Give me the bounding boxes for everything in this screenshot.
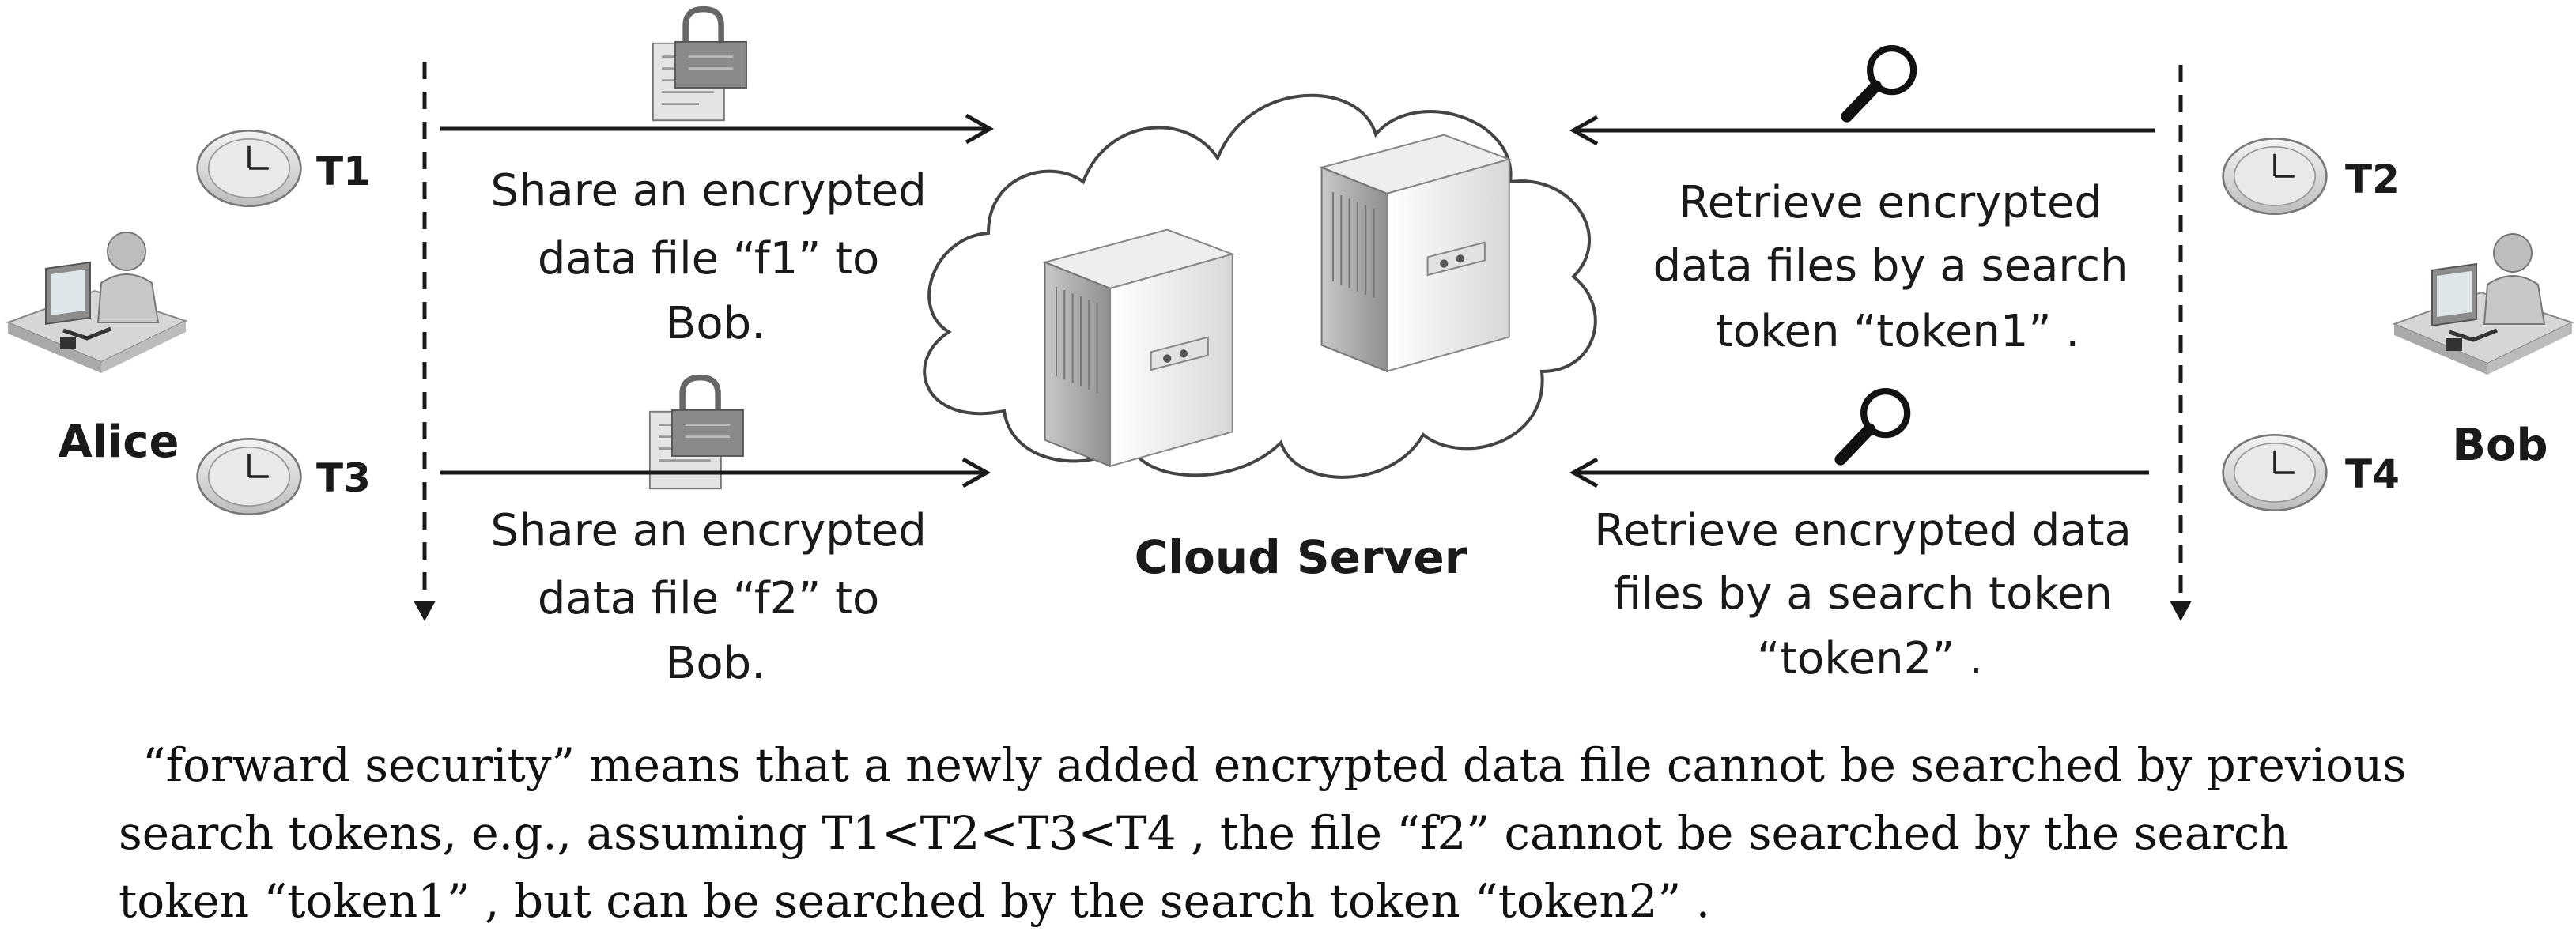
- event-t4-line: “token2” .: [1757, 633, 1983, 684]
- arrowhead: [961, 457, 991, 488]
- arrowhead: [965, 113, 995, 145]
- locked-document-icon: [653, 9, 746, 121]
- event-t3-line: Bob.: [666, 638, 765, 689]
- time-label-t2: T2: [2345, 156, 2400, 202]
- event-t2-line: Retrieve encrypted: [1679, 177, 2102, 228]
- forward-security-diagram: Cloud Server Alice Bob T1 T3 T2 T4 Share…: [0, 0, 2576, 689]
- event-t3-text: Share an encrypted data file “f2” to Bob…: [490, 505, 940, 689]
- event-t1-line: Bob.: [666, 298, 765, 349]
- event-t4-line: Retrieve encrypted data: [1594, 505, 2132, 556]
- event-t3-line: Share an encrypted: [490, 505, 926, 556]
- event-t2-line: data files by a search: [1653, 240, 2128, 292]
- caption: “forward security” means that a newly ad…: [119, 731, 2554, 935]
- actor-bob: Bob: [2452, 420, 2548, 471]
- event-t4-line: files by a search token: [1613, 568, 2112, 620]
- event-t3-line: data file “f2” to: [538, 573, 879, 624]
- event-t4-text: Retrieve encrypted data files by a searc…: [1594, 505, 2145, 684]
- bob-timeline-arrowhead: [2170, 601, 2192, 621]
- server-icon: [1044, 228, 1233, 467]
- clock-icon: [2221, 137, 2329, 216]
- actor-alice: Alice: [59, 417, 179, 468]
- server-icon: [1320, 134, 1510, 372]
- arrowhead: [1569, 457, 1599, 488]
- time-label-t3: T3: [316, 455, 371, 501]
- clock-icon: [195, 129, 303, 208]
- user-computer-icon: [2394, 234, 2572, 375]
- time-label-t4: T4: [2345, 451, 2400, 497]
- user-computer-icon: [8, 232, 186, 373]
- magnifier-icon: [1841, 391, 1907, 459]
- alice-timeline-arrowhead: [414, 601, 436, 621]
- event-t2-text: Retrieve encrypted data files by a searc…: [1653, 177, 2143, 357]
- caption-line: “forward security” means that a newly ad…: [142, 738, 2407, 792]
- event-t1-line: Share an encrypted: [490, 165, 926, 217]
- clock-icon: [195, 437, 303, 516]
- event-t2-line: token “token1” .: [1716, 306, 2079, 357]
- arrowhead: [1569, 115, 1599, 146]
- magnifier-icon: [1847, 48, 1913, 116]
- caption-line: search tokens, e.g., assuming T1<T2<T3<T…: [119, 806, 2289, 860]
- event-t1-line: data file “f1” to: [538, 233, 879, 285]
- time-label-t1: T1: [316, 149, 371, 194]
- caption-line: token “token1” , but can be searched by …: [119, 874, 1711, 928]
- event-t1-text: Share an encrypted data file “f1” to Bob…: [490, 165, 940, 349]
- server-label: Cloud Server: [1135, 530, 1467, 584]
- clock-icon: [2221, 433, 2329, 512]
